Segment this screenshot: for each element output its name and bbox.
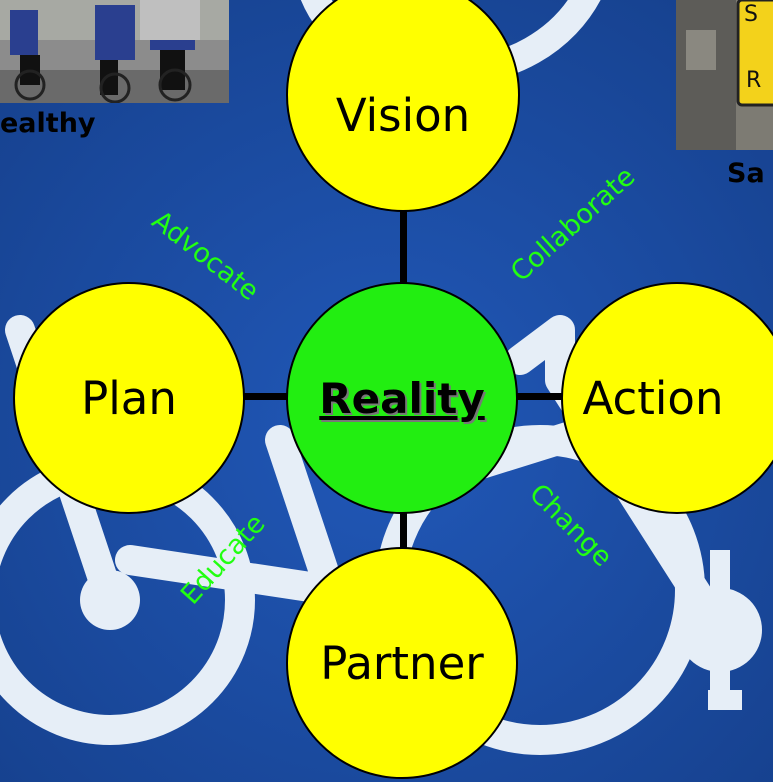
road-sign-photo: S R [676, 0, 773, 150]
plan-label: Plan [81, 371, 177, 425]
reality-label: Reality [319, 373, 485, 423]
left-hub-icon [80, 570, 140, 630]
safe-caption: Sa [727, 158, 765, 189]
partner-node: Partner [286, 547, 518, 779]
action-label: Action [582, 371, 724, 425]
vision-node: Vision [286, 0, 520, 212]
pedal-icon [708, 550, 742, 710]
reality-center-node: Reality [286, 282, 518, 514]
healthy-caption: ealthy [0, 108, 96, 139]
vision-label: Vision [335, 88, 471, 142]
cyclists-photo [0, 0, 229, 103]
sign-letter-s: S [744, 2, 758, 27]
connector-right [515, 393, 565, 400]
connector-bottom [400, 505, 407, 585]
action-node: Action [561, 282, 773, 514]
plan-node: Plan [13, 282, 245, 514]
partner-label: Partner [320, 636, 484, 690]
connector-left [240, 393, 300, 400]
connector-top [400, 170, 407, 290]
sign-letter-r: R [746, 68, 762, 93]
